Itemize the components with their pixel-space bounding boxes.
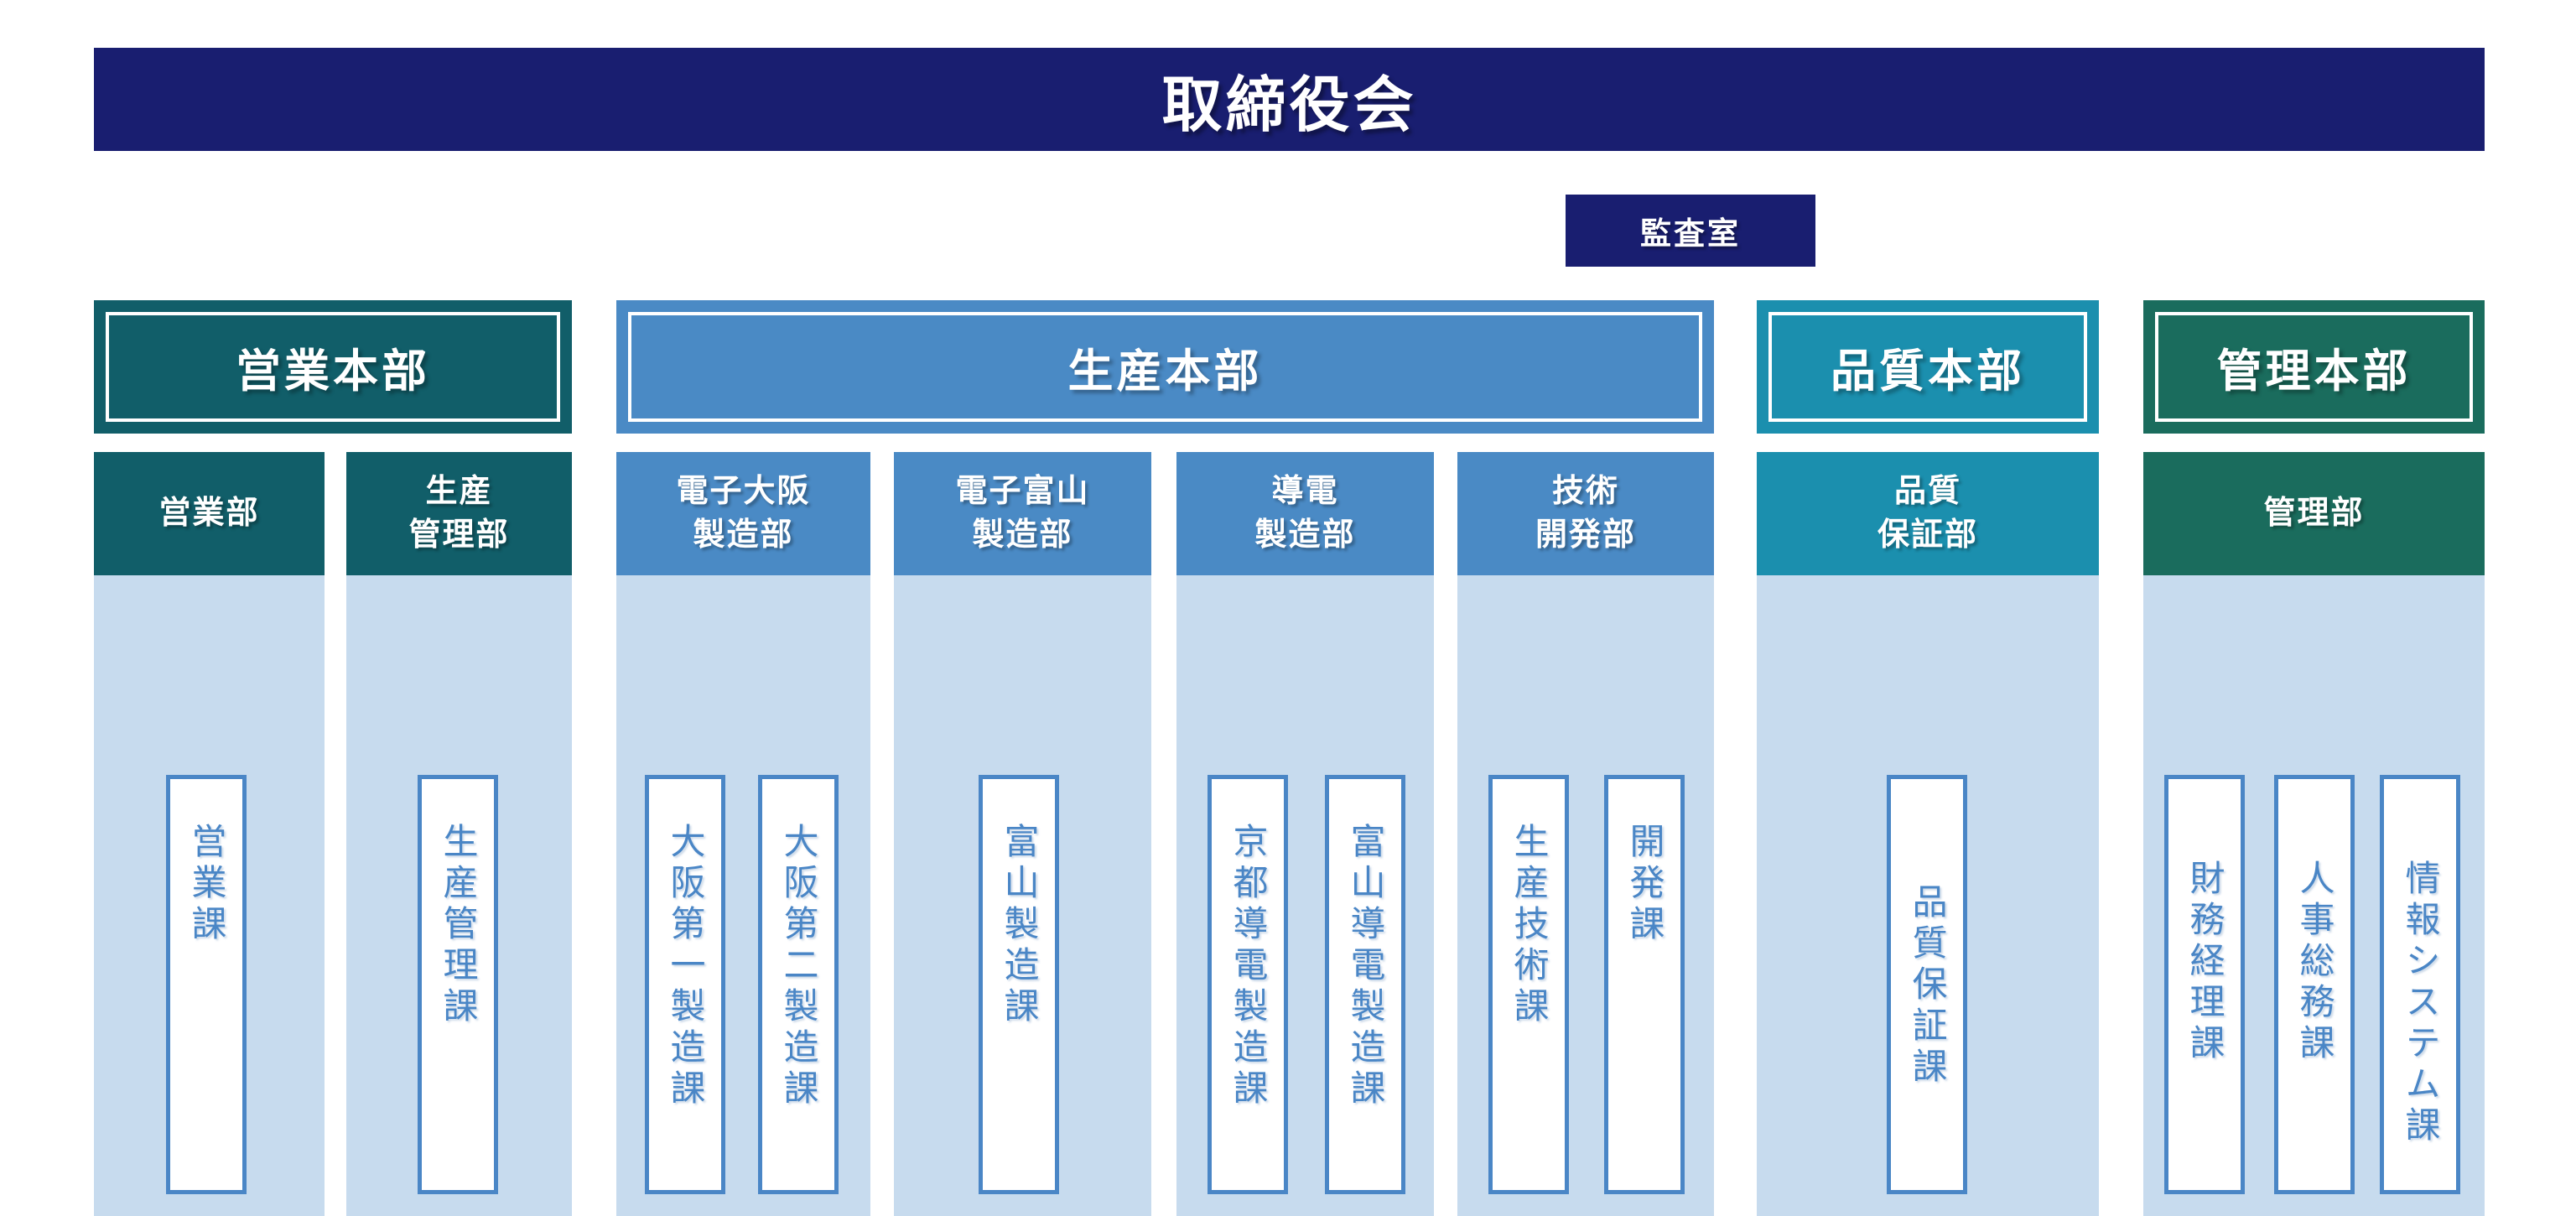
section-box-toyama-conductive-mfg: 富山導電製造課 [1325, 775, 1405, 1194]
department-administration-label: 管理部 [2263, 495, 2365, 531]
section-hr-general-affairs-label: 人事総務課 [2295, 860, 2334, 1065]
division-header-admin: 管理本部 [2143, 300, 2485, 434]
division-quality-label: 品質本部 [1831, 346, 2025, 397]
division-admin-label: 管理本部 [2216, 346, 2412, 397]
section-box-finance-accounting: 財務経理課 [2164, 775, 2245, 1194]
department-quality-assurance-label: 品質 保証部 [1877, 474, 1978, 553]
section-kyoto-conductive-mfg-label: 京都導電製造課 [1228, 823, 1268, 1110]
section-box-information-systems: 情報システム課 [2380, 775, 2460, 1194]
division-header-quality: 品質本部 [1757, 300, 2099, 434]
section-sales-label: 営業課 [187, 823, 226, 946]
section-quality-assurance-label: 品質保証課 [1908, 883, 1947, 1089]
section-box-development: 開発課 [1604, 775, 1685, 1194]
section-box-osaka-no2-mfg: 大阪第二製造課 [758, 775, 839, 1194]
section-production-technology-label: 生産技術課 [1509, 823, 1549, 1028]
division-sales-label: 営業本部 [236, 346, 430, 397]
division-header-production: 生産本部 [616, 300, 1714, 434]
section-toyama-conductive-mfg-label: 富山導電製造課 [1346, 823, 1385, 1110]
section-development-label: 開発課 [1625, 823, 1665, 946]
audit-office-label: 監査室 [1640, 216, 1741, 251]
section-box-toyama-mfg: 富山製造課 [979, 775, 1059, 1194]
section-box-quality-assurance: 品質保証課 [1887, 775, 1967, 1194]
department-box-technical-development: 技術 開発部 [1457, 452, 1714, 575]
department-box-conductive-mfg: 導電 製造部 [1176, 452, 1434, 575]
department-box-administration: 管理部 [2143, 452, 2485, 575]
department-electronics-osaka-mfg-label: 電子大阪 製造部 [676, 474, 811, 553]
section-production-management-label: 生産管理課 [439, 823, 478, 1028]
section-box-hr-general-affairs: 人事総務課 [2274, 775, 2355, 1194]
department-box-electronics-toyama-mfg: 電子富山 製造部 [894, 452, 1151, 575]
section-osaka-no2-mfg-label: 大阪第二製造課 [779, 823, 818, 1110]
board-of-directors-banner: 取締役会 [94, 48, 2485, 151]
department-production-management-label: 生産 管理部 [408, 474, 510, 553]
department-box-electronics-osaka-mfg: 電子大阪 製造部 [616, 452, 870, 575]
board-of-directors-label: 取締役会 [1161, 72, 1417, 139]
section-osaka-no1-mfg-label: 大阪第一製造課 [666, 823, 705, 1110]
department-electronics-toyama-mfg-label: 電子富山 製造部 [955, 474, 1090, 553]
department-box-production-management: 生産 管理部 [346, 452, 572, 575]
department-conductive-mfg-label: 導電 製造部 [1254, 474, 1356, 553]
department-technical-development-label: 技術 開発部 [1535, 474, 1636, 553]
section-box-kyoto-conductive-mfg: 京都導電製造課 [1208, 775, 1288, 1194]
department-sales-label: 営業部 [158, 495, 260, 531]
section-box-production-technology: 生産技術課 [1488, 775, 1569, 1194]
section-finance-accounting-label: 財務経理課 [2185, 860, 2225, 1065]
section-box-sales: 営業課 [166, 775, 247, 1194]
section-box-production-management: 生産管理課 [418, 775, 498, 1194]
division-header-sales: 営業本部 [94, 300, 572, 434]
department-box-quality-assurance: 品質 保証部 [1757, 452, 2099, 575]
department-box-sales: 営業部 [94, 452, 325, 575]
section-information-systems-label: 情報システム課 [2401, 860, 2440, 1147]
section-toyama-mfg-label: 富山製造課 [1000, 823, 1039, 1028]
audit-office-box: 監査室 [1566, 195, 1815, 267]
division-production-label: 生産本部 [1067, 346, 1263, 397]
section-box-osaka-no1-mfg: 大阪第一製造課 [645, 775, 725, 1194]
